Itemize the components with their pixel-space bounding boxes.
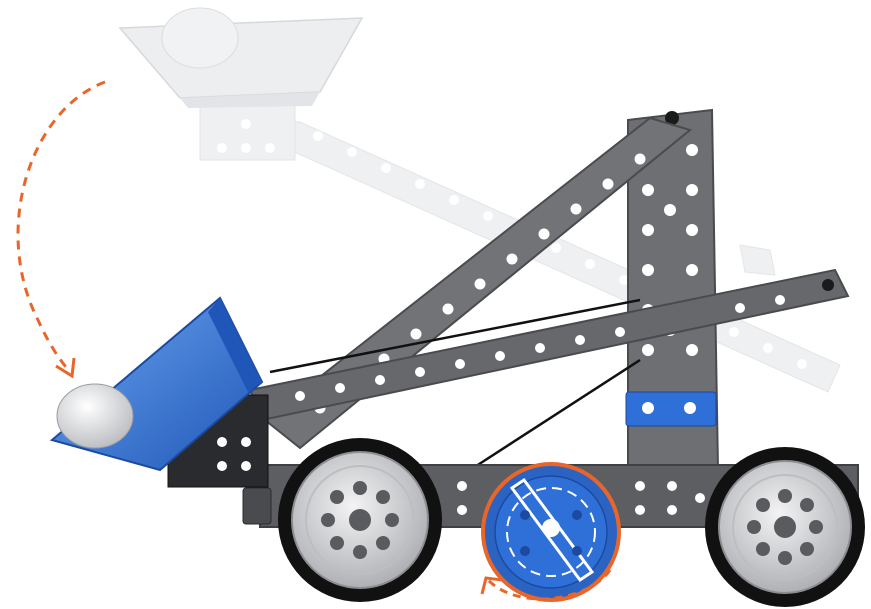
highlighted-gear [483,464,619,600]
ghost-bucket [120,8,362,108]
front-wheel [278,438,442,602]
ghost-ball [162,8,238,68]
launch-bucket [52,298,268,487]
blue-clamp [626,392,716,426]
rear-wheel [705,447,865,607]
curved-motion-arrow-icon [18,82,105,376]
ball-icon [57,384,133,448]
